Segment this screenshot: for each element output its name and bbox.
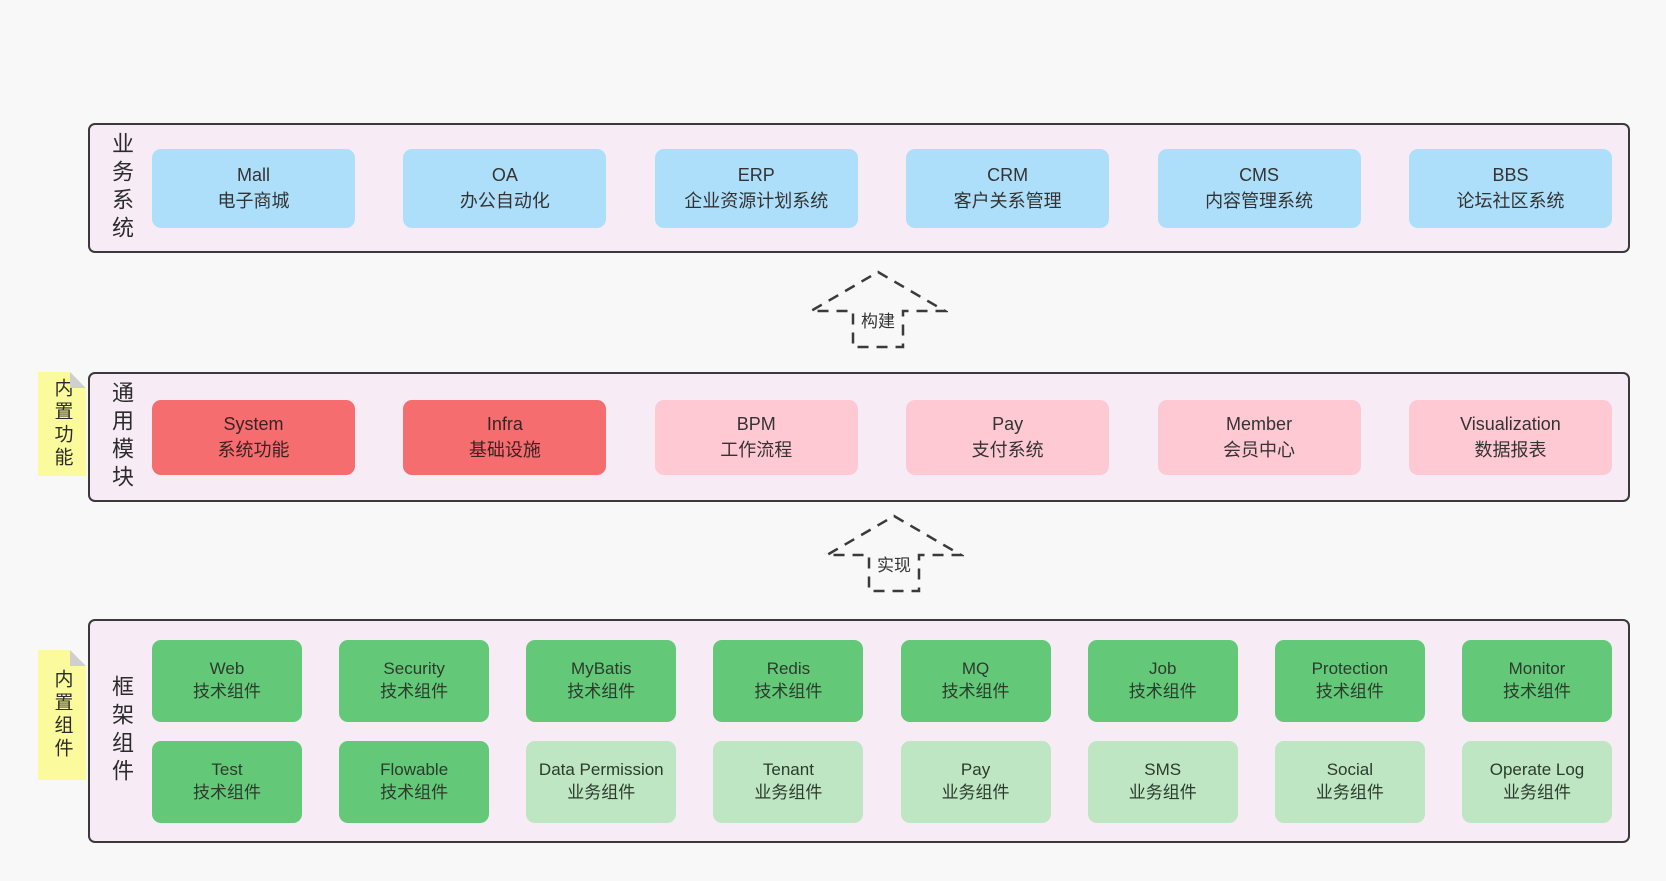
layer-framework-components: 框架组件 Web 技术组件 Security 技术组件 MyBatis 技术组件…: [88, 619, 1630, 843]
box-security: Security 技术组件: [339, 640, 490, 722]
box-protection: Protection 技术组件: [1274, 640, 1425, 722]
box-tenant: Tenant 业务组件: [713, 741, 864, 823]
box-oa: OA 办公自动化: [403, 148, 607, 228]
components-row-2: Test 技术组件 Flowable 技术组件 Data Permission …: [152, 741, 1612, 823]
box-mybatis: MyBatis 技术组件: [526, 640, 677, 722]
layer-business-systems: 业务系统 Mall 电子商城 OA 办公自动化 ERP 企业资源计划系统 CRM…: [88, 123, 1630, 253]
box-redis: Redis 技术组件: [713, 640, 864, 722]
box-web: Web 技术组件: [152, 640, 302, 722]
box-mq: MQ 技术组件: [900, 640, 1051, 722]
box-flowable: Flowable 技术组件: [339, 741, 490, 823]
box-cms: CMS 内容管理系统: [1157, 148, 1361, 228]
up-arrow-build-shape: [808, 270, 948, 349]
layer-modules-label: 通用模块: [109, 381, 134, 493]
box-member: Member 会员中心: [1157, 399, 1361, 475]
box-job: Job 技术组件: [1087, 640, 1238, 722]
sticky-built-in-components-label: 内置组件: [51, 669, 73, 761]
box-monitor: Monitor 技术组件: [1461, 640, 1612, 722]
up-arrow-implement-shape: [824, 514, 964, 593]
box-operate-log: Operate Log 业务组件: [1461, 741, 1612, 823]
box-bbs: BBS 论坛社区系统: [1408, 148, 1612, 228]
box-social: Social 业务组件: [1274, 741, 1425, 823]
layer-business-content: Mall 电子商城 OA 办公自动化 ERP 企业资源计划系统 CRM 客户关系…: [152, 125, 1612, 251]
box-data-permission: Data Permission 业务组件: [526, 741, 677, 823]
box-mall: Mall 电子商城: [152, 148, 355, 228]
components-grid: Web 技术组件 Security 技术组件 MyBatis 技术组件 Redi…: [152, 640, 1612, 823]
box-crm: CRM 客户关系管理: [906, 148, 1110, 228]
box-test: Test 技术组件: [152, 741, 302, 823]
components-row-1: Web 技术组件 Security 技术组件 MyBatis 技术组件 Redi…: [152, 640, 1612, 722]
box-erp: ERP 企业资源计划系统: [654, 148, 858, 228]
arrow-build-label: 构建: [858, 306, 898, 333]
box-sms: SMS 业务组件: [1087, 741, 1238, 823]
box-system: System 系统功能: [152, 399, 355, 475]
layer-common-modules: 通用模块 System 系统功能 Infra 基础设施 BPM 工作流程 Pay…: [88, 372, 1630, 502]
box-infra: Infra 基础设施: [403, 399, 607, 475]
box-visualization: Visualization 数据报表: [1408, 399, 1612, 475]
up-arrow-build: 构建: [808, 270, 948, 350]
box-pay-system: Pay 支付系统: [906, 399, 1110, 475]
sticky-built-in-components: 内置组件: [38, 650, 86, 780]
layer-business-label: 业务系统: [109, 132, 134, 244]
sticky-built-in-features-label: 内置功能: [51, 378, 73, 470]
layer-modules-content: System 系统功能 Infra 基础设施 BPM 工作流程 Pay 支付系统…: [152, 374, 1612, 500]
sticky-built-in-features: 内置功能: [38, 372, 86, 476]
up-arrow-implement: 实现: [824, 514, 964, 594]
box-pay-component: Pay 业务组件: [900, 741, 1051, 823]
layer-components-label: 框架组件: [109, 675, 134, 787]
arrow-implement-label: 实现: [874, 550, 914, 577]
box-bpm: BPM 工作流程: [654, 399, 858, 475]
